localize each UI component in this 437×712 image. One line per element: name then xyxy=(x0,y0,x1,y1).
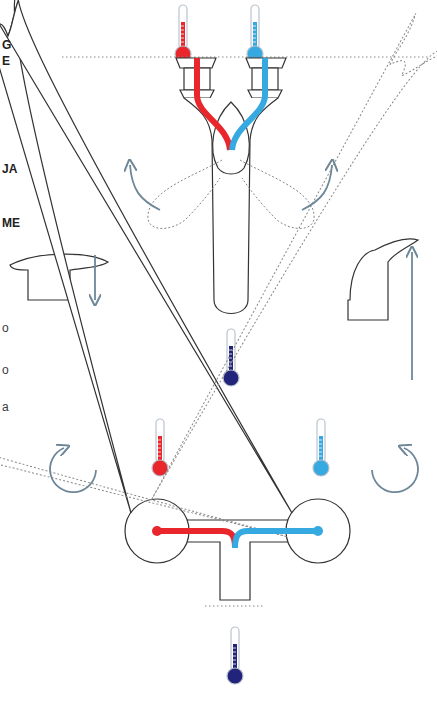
text-fragment: a xyxy=(2,400,9,414)
heading-fragment: E xyxy=(2,54,10,68)
heading-fragment: JA xyxy=(2,162,17,176)
text-fragment: o xyxy=(2,363,9,377)
heading-fragment: G xyxy=(2,38,11,52)
heading-fragment: ME xyxy=(2,216,20,230)
text-fragment: o xyxy=(2,321,9,335)
